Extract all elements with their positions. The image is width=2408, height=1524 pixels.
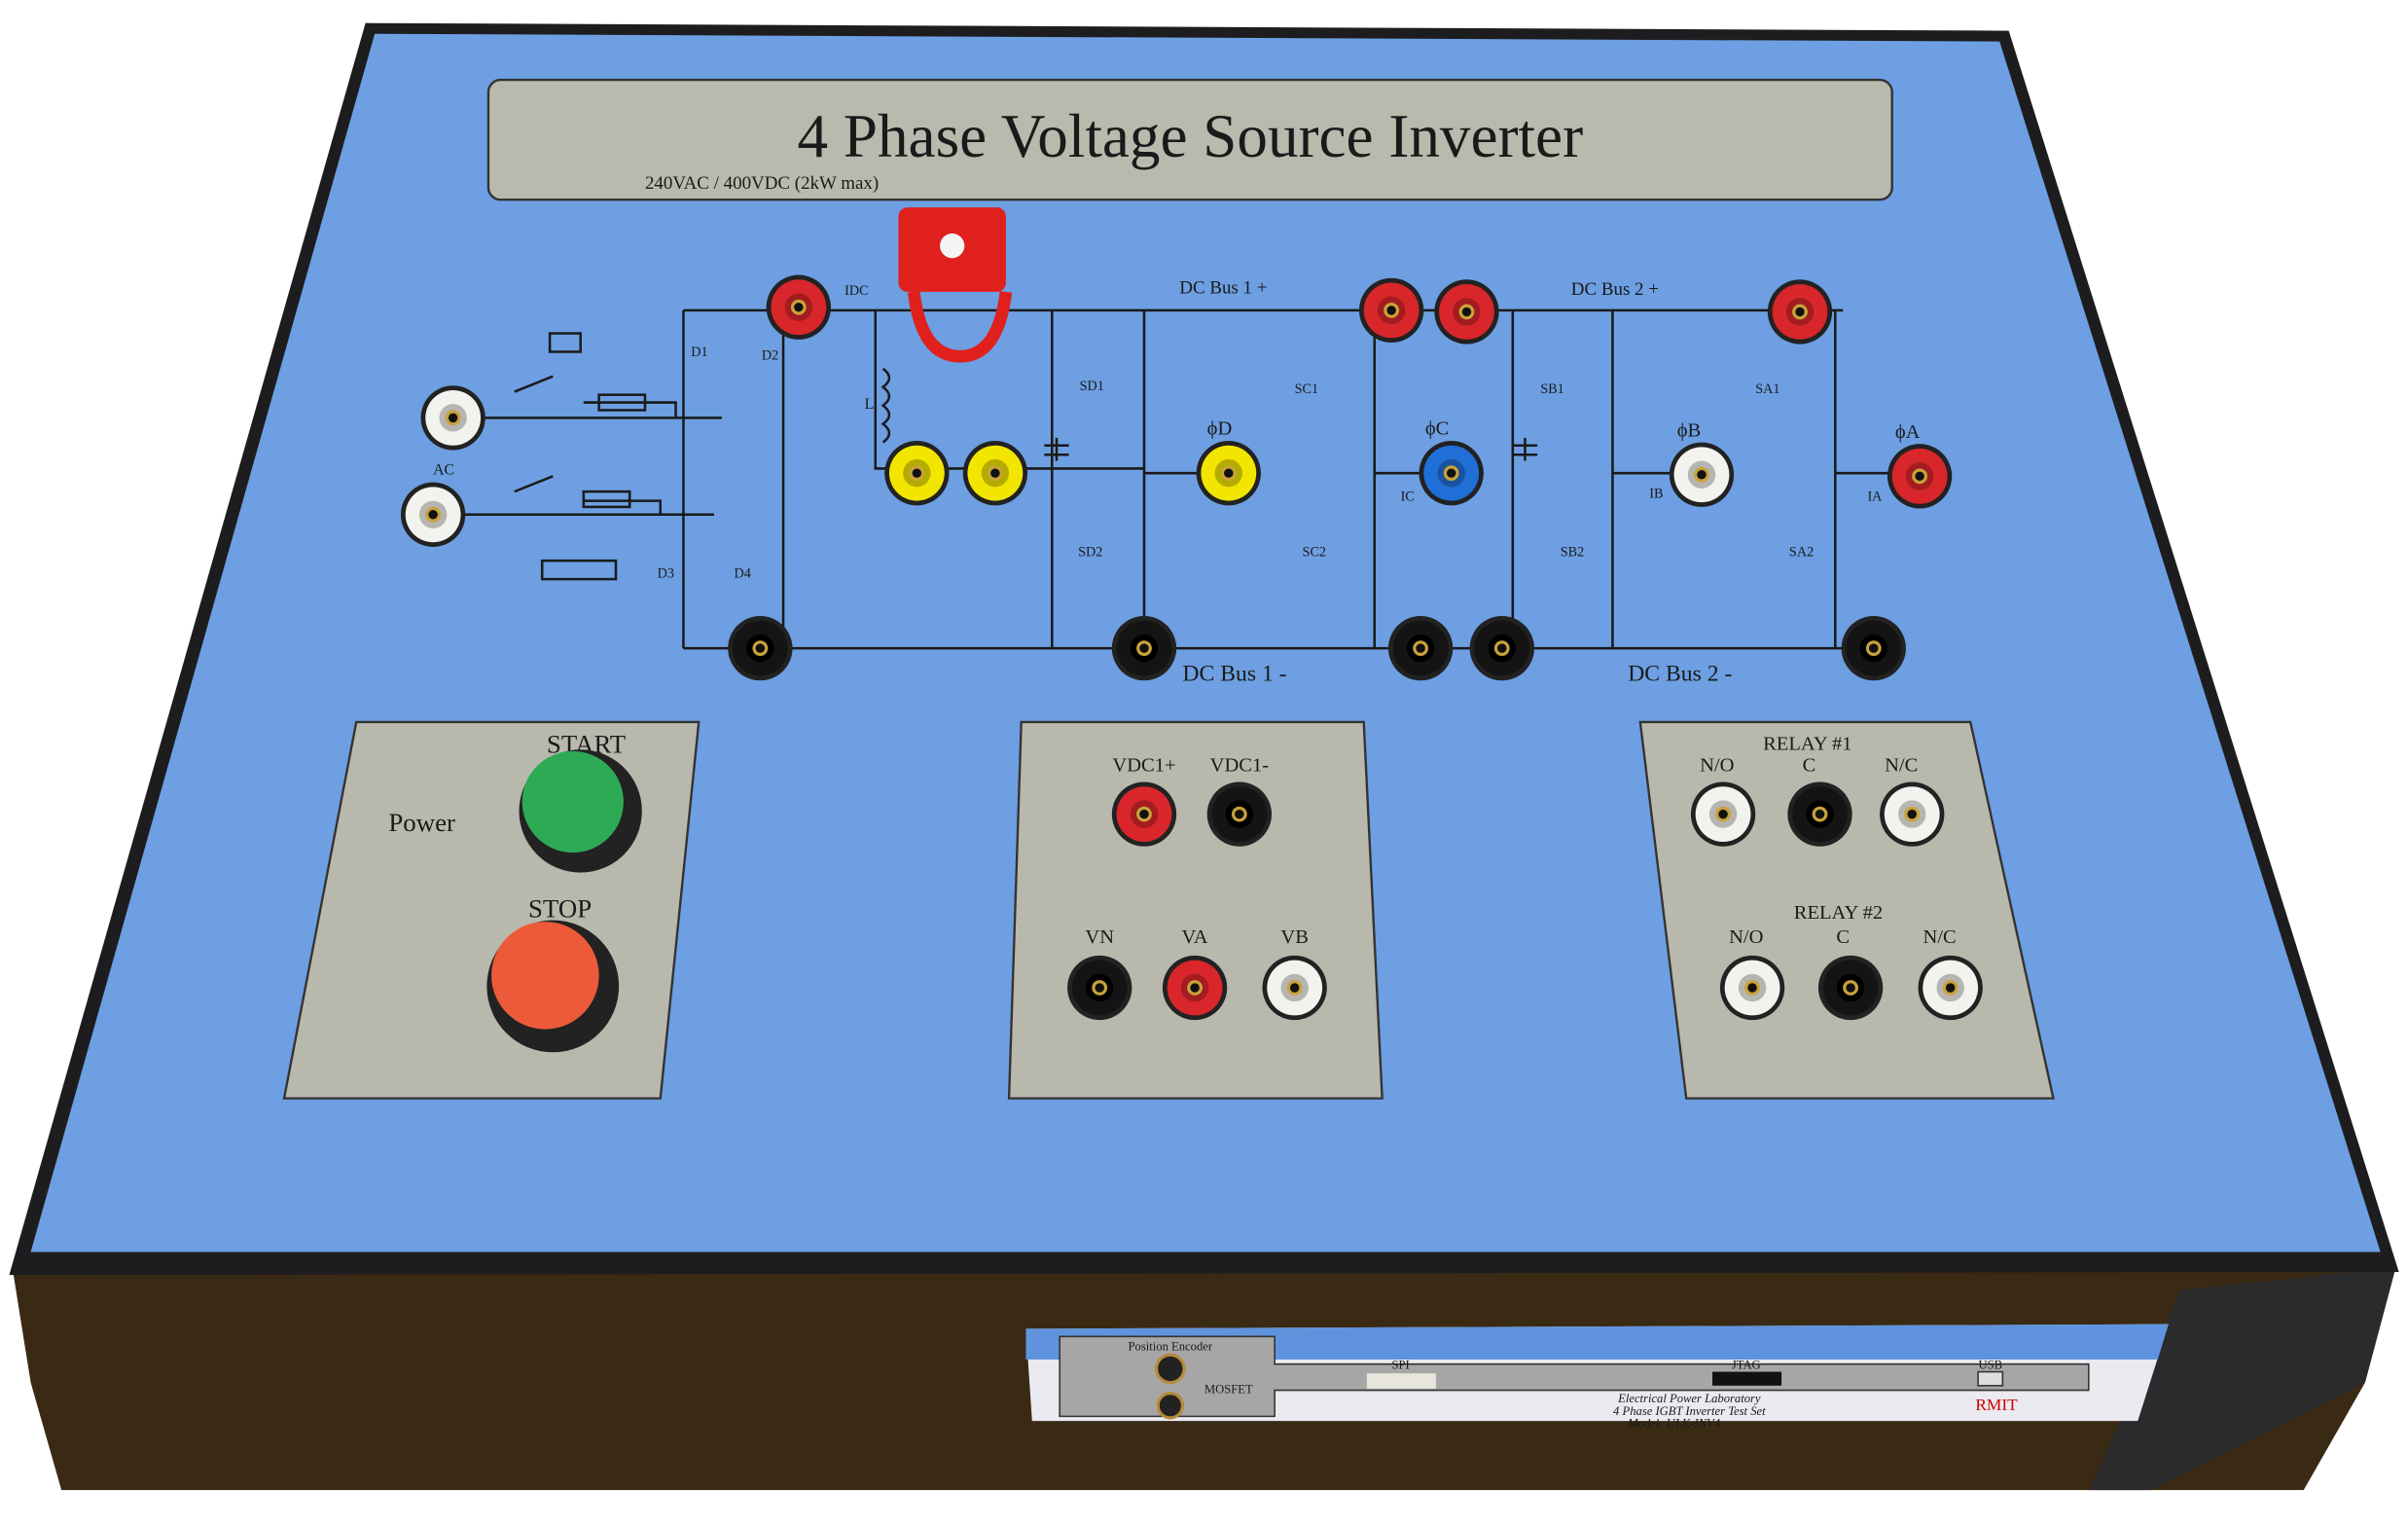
relay2-label: RELAY #2	[1794, 902, 1883, 924]
relay1-c-label: C	[1803, 754, 1816, 776]
diode-d3-label: D3	[658, 566, 674, 582]
dc-bus1-neg-label: DC Bus 1 -	[1182, 661, 1286, 686]
ac-label: AC	[433, 462, 454, 479]
phase-d-socket[interactable]	[1196, 441, 1261, 506]
front-label-blue-band	[1025, 1324, 2169, 1360]
dc-bus2-pos-socket-2[interactable]	[1767, 279, 1833, 345]
phase-c-label: ϕC	[1425, 418, 1449, 440]
relay1-nc-label: N/C	[1885, 754, 1918, 776]
diode-d2-label: D2	[762, 347, 778, 363]
spi-port[interactable]	[1366, 1373, 1436, 1389]
vdc1-neg-label: VDC1-	[1210, 754, 1270, 776]
vb-label: VB	[1280, 926, 1309, 948]
dc-bus2-neg-socket[interactable]	[1469, 615, 1534, 681]
dc-bus2-pos-label: DC Bus 2 +	[1571, 279, 1659, 300]
power-label: Power	[388, 808, 455, 837]
vdc1-pos-socket[interactable]	[1111, 781, 1177, 847]
phase-c-socket[interactable]	[1419, 441, 1484, 506]
dc-neg-socket[interactable]	[728, 615, 793, 681]
usb-port[interactable]	[1977, 1370, 2004, 1387]
vdc1-pos-label: VDC1+	[1112, 754, 1175, 776]
relay1-no-socket[interactable]	[1690, 781, 1756, 847]
title-plate	[486, 78, 1893, 201]
rmit-logo: RMIT	[1975, 1396, 2018, 1414]
enclosure-right-side	[2088, 1267, 2396, 1491]
switch-sa1-label: SA1	[1755, 381, 1779, 397]
stop-button[interactable]	[486, 920, 620, 1053]
start-button[interactable]	[519, 749, 642, 873]
relay2-c-label: C	[1836, 926, 1850, 948]
inductor-socket-2[interactable]	[962, 441, 1028, 506]
relay1-no-label: N/O	[1700, 754, 1734, 776]
phase-a-socket[interactable]	[1887, 444, 1953, 509]
inductor-label: L	[865, 396, 875, 413]
current-b-label: IB	[1649, 486, 1663, 501]
stop-label: STOP	[528, 893, 592, 923]
jtag-port[interactable]	[1712, 1371, 1782, 1386]
current-c-label: IC	[1401, 490, 1415, 505]
banana-sockets	[400, 274, 1983, 1021]
phase-b-socket[interactable]	[1669, 442, 1735, 507]
power-panel	[282, 720, 701, 1100]
idc-label: IDC	[845, 283, 868, 299]
relay2-c-socket[interactable]	[1817, 955, 1884, 1021]
switch-sd1-label: SD1	[1080, 379, 1104, 394]
switch-sb1-label: SB1	[1540, 381, 1563, 397]
ac-socket-1[interactable]	[420, 385, 485, 451]
usb-label: USB	[1978, 1358, 2002, 1371]
dc-bus1-pos-socket[interactable]	[766, 274, 831, 340]
dc-bus1-pos-socket-2[interactable]	[1358, 277, 1424, 344]
lab-line3: Model: ULK-INV4	[1627, 1416, 1721, 1430]
phase-d-label: ϕD	[1207, 418, 1233, 440]
relay1-nc-socket[interactable]	[1880, 781, 1945, 847]
switch-sc1-label: SC1	[1295, 381, 1318, 397]
dc-bus2-neg-label: DC Bus 2 -	[1628, 661, 1732, 686]
dc-bus2-neg-socket-2[interactable]	[1841, 615, 1906, 681]
mosfet-label: MOSFET	[1204, 1383, 1253, 1397]
voltage-panel	[1007, 720, 1384, 1100]
va-label: VA	[1182, 926, 1208, 948]
vdc1-neg-socket[interactable]	[1206, 781, 1272, 847]
switch-sc2-label: SC2	[1303, 544, 1326, 560]
inductor-socket-1[interactable]	[884, 441, 950, 506]
position-encoder-label: Position Encoder	[1129, 1340, 1213, 1354]
va-socket[interactable]	[1162, 955, 1228, 1021]
jtag-label: JTAG	[1732, 1358, 1761, 1371]
schematic-labels: DC Bus 1 + DC Bus 2 + DC Bus 1 - DC Bus …	[433, 277, 1921, 686]
vn-socket[interactable]	[1067, 955, 1132, 1021]
diode-d1-label: D1	[691, 345, 707, 360]
switch-sa2-label: SA2	[1789, 544, 1814, 560]
current-a-label: IA	[1867, 490, 1883, 505]
shorting-link[interactable]	[898, 207, 1013, 363]
relay1-label: RELAY #1	[1763, 733, 1851, 754]
mosfet-port[interactable]	[1156, 1392, 1185, 1420]
phase-b-label: ϕB	[1677, 419, 1701, 441]
panel-subtitle: 240VAC / 400VDC (2kW max)	[645, 173, 879, 194]
relay2-no-label: N/O	[1729, 926, 1763, 948]
relay2-nc-label: N/C	[1923, 926, 1957, 948]
lab-line2: 4 Phase IGBT Inverter Test Set	[1613, 1404, 1766, 1418]
switch-sb2-label: SB2	[1561, 544, 1584, 560]
dc-bus1-neg-socket[interactable]	[1111, 615, 1177, 681]
vn-label: VN	[1085, 926, 1114, 948]
relay2-nc-socket[interactable]	[1918, 955, 1983, 1021]
dc-bus1-pos-label: DC Bus 1 +	[1179, 277, 1267, 298]
switch-sd2-label: SD2	[1078, 544, 1102, 560]
phase-a-label: ϕA	[1895, 421, 1921, 443]
ac-socket-2[interactable]	[400, 482, 466, 547]
vb-socket[interactable]	[1262, 955, 1327, 1021]
relay1-c-socket[interactable]	[1787, 781, 1852, 847]
relay2-no-socket[interactable]	[1719, 955, 1785, 1021]
lab-line1: Electrical Power Laboratory	[1617, 1392, 1761, 1405]
dc-bus1-neg-socket-2[interactable]	[1387, 615, 1454, 681]
front-connector-plate	[1059, 1335, 2090, 1418]
dc-bus2-pos-socket[interactable]	[1434, 279, 1499, 345]
schematic-wiring	[445, 308, 1913, 650]
spi-label: SPI	[1391, 1358, 1409, 1371]
diode-d4-label: D4	[735, 566, 751, 582]
panel-title: 4 Phase Voltage Source Inverter	[798, 102, 1584, 170]
position-encoder-port[interactable]	[1155, 1353, 1186, 1385]
